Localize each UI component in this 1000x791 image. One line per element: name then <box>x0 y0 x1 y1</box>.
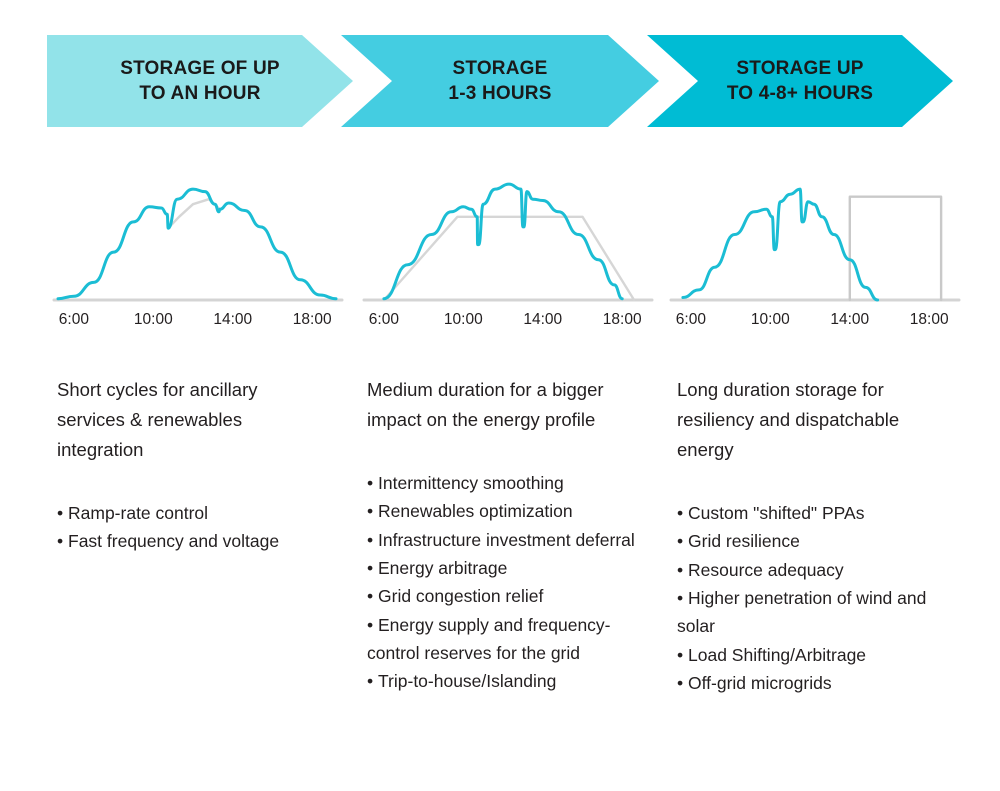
chart-plot-area: 6:00 10:00 14:00 18:00 <box>669 187 961 328</box>
list-item: Higher penetration of wind and solar <box>677 584 945 641</box>
axis-tick-label: 6:00 <box>59 311 90 328</box>
axis-tick-label: 18:00 <box>603 311 642 328</box>
banner-line-1: STORAGE <box>452 57 548 79</box>
list-item: Load Shifting/Arbitrage <box>677 641 945 669</box>
chart-storage-up-to-an-hour: 6:00 10:00 14:00 18:00 <box>48 160 348 335</box>
column-headline: Medium duration for a bigger impact on t… <box>367 379 604 430</box>
series-firmed-output-block <box>382 215 636 302</box>
axis-tick-label: 6:00 <box>676 311 707 328</box>
banner-line-1: STORAGE UP <box>736 57 864 79</box>
chart-storage-4-8-hours: 6:00 10:00 14:00 18:00 <box>665 160 965 335</box>
banner-label: STORAGE 1-3 HOURS <box>422 56 577 106</box>
banner-storage-1-3-hours[interactable]: STORAGE 1-3 HOURS <box>341 35 659 127</box>
column-headline: Long duration storage for resiliency and… <box>677 379 900 460</box>
banner-label: STORAGE UP TO 4-8+ HOURS <box>701 56 899 106</box>
column-long-duration: Long duration storage for resiliency and… <box>677 375 945 697</box>
column-headline: Short cycles for ancillary services & re… <box>57 379 258 460</box>
banner-line-2: TO 4-8+ HOURS <box>726 83 874 104</box>
list-item: Resource adequacy <box>677 556 945 584</box>
axis-tick-label: 18:00 <box>293 311 332 328</box>
list-item: Energy supply and frequency-control rese… <box>367 611 639 668</box>
list-item: Renewables optimization <box>367 497 639 525</box>
chart-svg: 6:00 10:00 14:00 18:00 <box>52 187 344 328</box>
list-item: Custom "shifted" PPAs <box>677 499 945 527</box>
list-item: Infrastructure investment deferral <box>367 526 639 554</box>
axis-tick-label: 6:00 <box>369 311 400 328</box>
list-item: Energy arbitrage <box>367 554 639 582</box>
column-bullet-list: Intermittency smoothingRenewables optimi… <box>367 469 639 696</box>
list-item: Fast frequency and voltage <box>57 527 319 555</box>
series-solar-generation <box>681 187 880 302</box>
axis-tick-label: 10:00 <box>444 311 483 328</box>
banner-line-2: 1-3 HOURS <box>448 83 552 104</box>
banner-label: STORAGE OF UP TO AN HOUR <box>94 56 306 106</box>
axis-tick-label: 10:00 <box>134 311 173 328</box>
list-item: Trip-to-house/Islanding <box>367 667 639 695</box>
column-short-duration: Short cycles for ancillary services & re… <box>57 375 319 556</box>
series-shifted-dispatch-block <box>848 195 943 302</box>
chart-plot-area: 6:00 10:00 14:00 18:00 <box>362 182 654 328</box>
column-medium-duration: Medium duration for a bigger impact on t… <box>367 375 639 696</box>
column-bullet-list: Custom "shifted" PPAsGrid resilienceReso… <box>677 499 945 697</box>
chart-plot-area: 6:00 10:00 14:00 18:00 <box>52 187 344 328</box>
series-solar-generation <box>382 182 624 301</box>
chart-storage-1-3-hours: 6:00 10:00 14:00 18:00 <box>358 160 658 335</box>
list-item: Grid resilience <box>677 527 945 555</box>
banner-storage-4-8-hours[interactable]: STORAGE UP TO 4-8+ HOURS <box>647 35 953 127</box>
list-item: Ramp-rate control <box>57 499 319 527</box>
axis-tick-label: 14:00 <box>830 311 869 328</box>
list-item: Grid congestion relief <box>367 582 639 610</box>
banner-line-2: TO AN HOUR <box>139 83 261 104</box>
banner-storage-up-to-an-hour[interactable]: STORAGE OF UP TO AN HOUR <box>47 35 353 127</box>
axis-tick-label: 10:00 <box>751 311 790 328</box>
stage-banner-row: STORAGE OF UP TO AN HOUR STORAGE 1-3 HOU… <box>0 35 1000 127</box>
list-item: Intermittency smoothing <box>367 469 639 497</box>
axis-tick-label: 14:00 <box>213 311 252 328</box>
axis-tick-label: 18:00 <box>910 311 949 328</box>
chart-svg: 6:00 10:00 14:00 18:00 <box>362 182 654 328</box>
banner-line-1: STORAGE OF UP <box>120 57 280 79</box>
chart-svg: 6:00 10:00 14:00 18:00 <box>669 187 961 328</box>
axis-tick-label: 14:00 <box>523 311 562 328</box>
list-item: Off-grid microgrids <box>677 669 945 697</box>
column-bullet-list: Ramp-rate controlFast frequency and volt… <box>57 499 319 556</box>
series-solar-generation <box>56 187 338 301</box>
